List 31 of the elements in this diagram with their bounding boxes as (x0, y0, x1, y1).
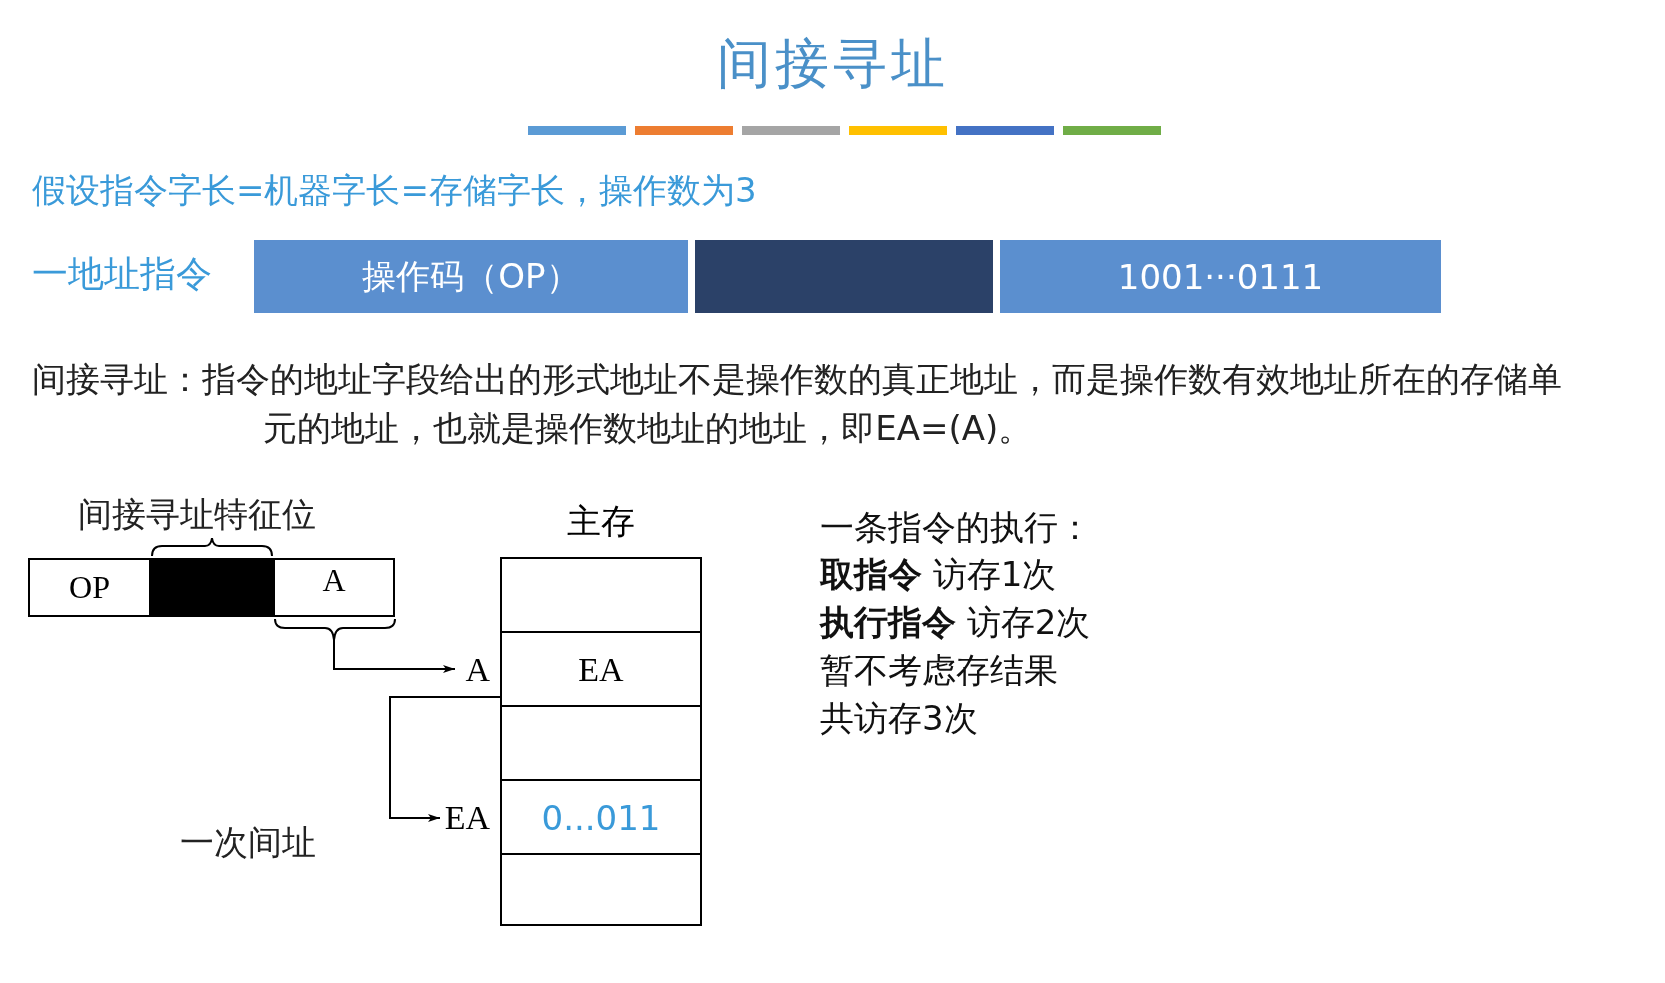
execute-note: 执行指令 访存2次 (820, 601, 1091, 644)
memory-heading: 主存 (566, 500, 636, 543)
slide-title: 间接寻址 (715, 31, 950, 97)
definition-text: 间接寻址：指令的地址字段给出的形式地址不是操作数的真正地址，而是操作数有效地址所在的存储单元的地址，也就是操作数地址的地址，即EA=(A)。 (32, 358, 1563, 451)
address-cell (273, 558, 395, 617)
fetch-note: 取指令 访存1次 (820, 553, 1057, 596)
address-label: A (465, 650, 490, 689)
assumption-note: 假设指令字长=机器字长=存储字长，操作数为3 (32, 169, 757, 212)
total-note: 共访存3次 (820, 697, 978, 740)
result-note: 暂不考虑存结果 (820, 649, 1058, 692)
arrow (333, 639, 456, 673)
cell-text: 0...011 (541, 797, 661, 838)
cell-text: OP (69, 569, 110, 606)
address-label: EA (444, 798, 490, 837)
memory-cell (500, 705, 702, 782)
arrow (389, 696, 501, 822)
execution-heading: 一条指令的执行： (820, 506, 1092, 549)
opcode-field (254, 240, 688, 313)
mode-field (695, 240, 993, 313)
op-cell (28, 558, 151, 617)
memory-cell (500, 557, 702, 634)
address-field (1000, 240, 1441, 313)
field-text: 1001···0111 (1117, 256, 1324, 297)
row-label: 一地址指令 (32, 252, 212, 296)
cell-text: EA (578, 650, 624, 689)
cell-text: A (322, 562, 346, 599)
indirect-bit-cell (150, 558, 274, 617)
memory-cell (500, 853, 702, 926)
one-level-indirect-label: 一次间址 (180, 821, 316, 864)
field-text: 操作码（OP） (362, 254, 580, 298)
indirect-bit-label: 间接寻址特征位 (78, 493, 316, 536)
